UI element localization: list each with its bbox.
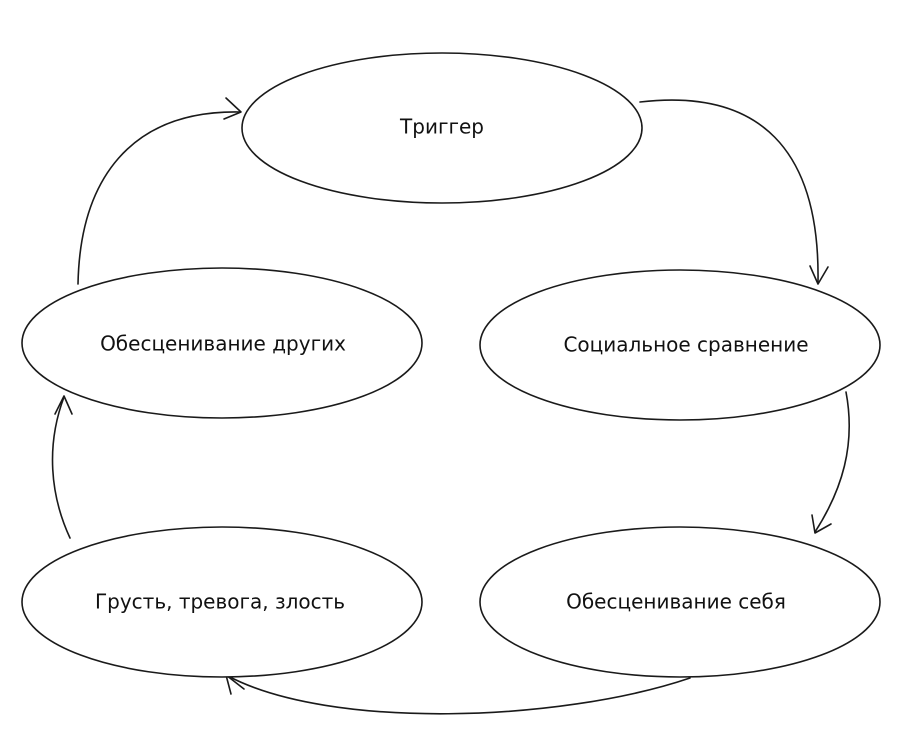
arrowhead-social-comparison-to-self-devaluation xyxy=(811,514,832,534)
node-others-devaluation xyxy=(21,267,423,419)
edge-trigger-to-social-comparison xyxy=(639,99,819,283)
edge-self-devaluation-to-emotions xyxy=(227,675,691,715)
node-self-devaluation xyxy=(479,526,881,678)
arrowhead-self-devaluation-to-emotions xyxy=(225,674,245,695)
arrowhead-others-devaluation-to-trigger xyxy=(223,97,242,120)
node-self-devaluation-label: Обесценивание себя xyxy=(566,590,786,614)
node-social-comparison-label: Социальное сравнение xyxy=(563,333,808,357)
node-emotions-label: Грусть, тревога, злость xyxy=(95,590,345,614)
node-trigger xyxy=(241,52,643,204)
edge-emotions-to-others-devaluation xyxy=(51,396,71,539)
arrowhead-trigger-to-social-comparison xyxy=(809,265,829,285)
edge-social-comparison-to-self-devaluation xyxy=(814,391,851,533)
node-emotions xyxy=(21,526,423,678)
node-social-comparison xyxy=(479,269,881,421)
arrowhead-emotions-to-others-devaluation xyxy=(54,395,73,415)
node-trigger-label: Триггер xyxy=(399,115,484,139)
node-others-devaluation-label: Обесценивание других xyxy=(100,332,346,356)
edge-others-devaluation-to-trigger xyxy=(77,111,241,285)
